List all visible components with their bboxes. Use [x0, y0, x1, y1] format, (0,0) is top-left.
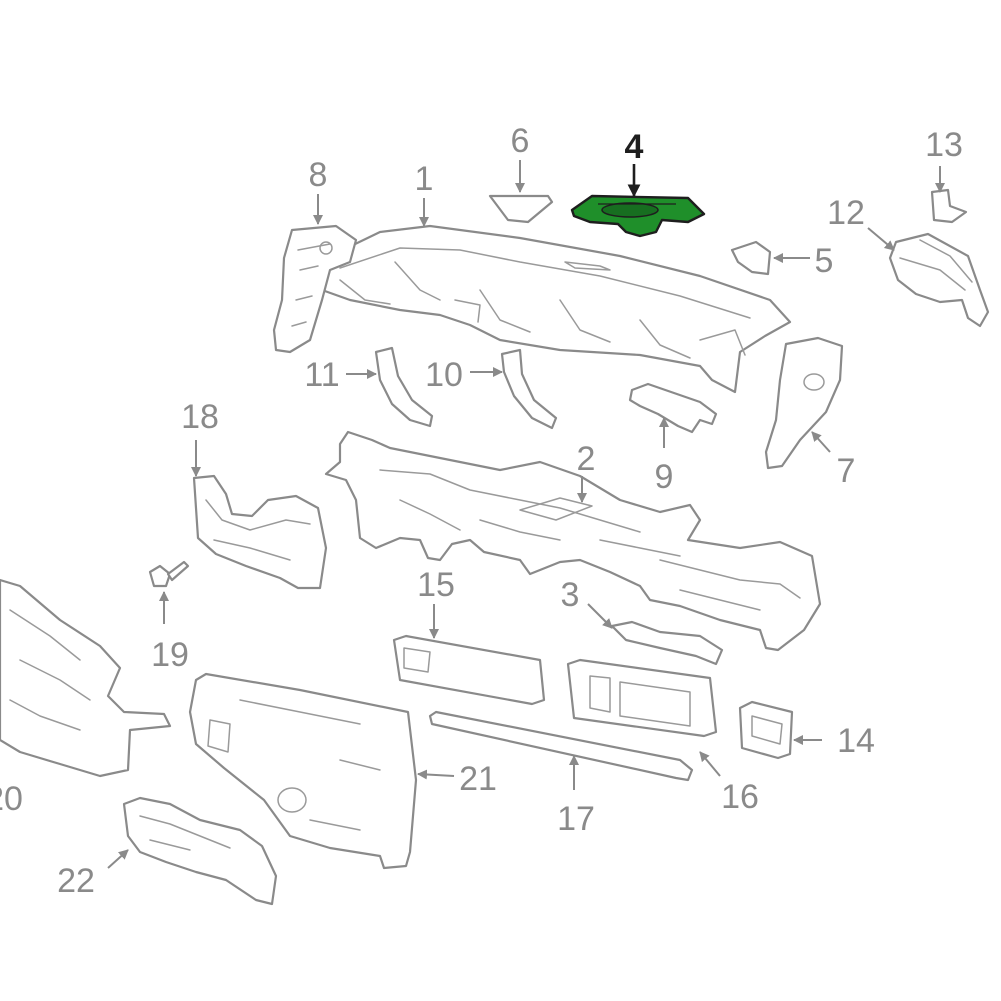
callout-18: 18 [181, 398, 219, 436]
callout-20: 20 [0, 780, 23, 818]
callout-22: 22 [57, 862, 95, 900]
part-10-trim [500, 348, 558, 430]
part-21-dash-panel [188, 672, 418, 870]
part-2-cross-car-beam [324, 430, 822, 652]
part-13-bracket [930, 188, 968, 224]
part-15-panel [392, 634, 546, 706]
callout-16: 16 [721, 778, 759, 816]
part-22-panel [122, 796, 278, 906]
part-12-duct [888, 232, 990, 328]
part-5-clip [730, 240, 772, 276]
part-16-bezel [566, 658, 718, 738]
callout-11: 11 [304, 356, 339, 394]
callout-21: 21 [459, 760, 497, 798]
part-3-bracket [610, 620, 724, 666]
callout-labels: 1 2 3 4 5 6 7 8 9 10 11 12 13 14 15 16 1… [0, 122, 963, 900]
callout-19: 19 [151, 636, 189, 674]
callout-12: 12 [827, 194, 865, 232]
part-11-trim [374, 346, 434, 428]
callout-17: 17 [557, 800, 595, 838]
leader-lines [107, 160, 945, 869]
part-1-instrument-panel [316, 224, 792, 394]
callout-1: 1 [415, 160, 434, 198]
callout-7: 7 [837, 452, 856, 490]
callout-4: 4 [625, 128, 644, 166]
part-14-bezel [738, 700, 794, 760]
callout-3: 3 [561, 576, 580, 614]
part-20-panel [0, 578, 172, 778]
part-6-bracket [488, 194, 554, 224]
part-19-bolt [148, 560, 190, 588]
callout-10: 10 [425, 356, 463, 394]
part-18-bracket [192, 474, 328, 590]
part-7-side-panel [764, 336, 844, 470]
callout-5: 5 [815, 242, 834, 280]
callout-6: 6 [511, 122, 530, 160]
callout-14: 14 [837, 722, 875, 760]
part-9-trim-panel [628, 382, 718, 434]
callout-8: 8 [309, 156, 328, 194]
callout-15: 15 [417, 566, 455, 604]
part-4-highlighted [570, 194, 706, 238]
callout-2: 2 [577, 440, 596, 478]
callout-13: 13 [925, 126, 963, 164]
part-17-trim-strip [428, 710, 694, 782]
part-8-end-bracket [272, 224, 358, 354]
callout-9: 9 [655, 458, 674, 496]
